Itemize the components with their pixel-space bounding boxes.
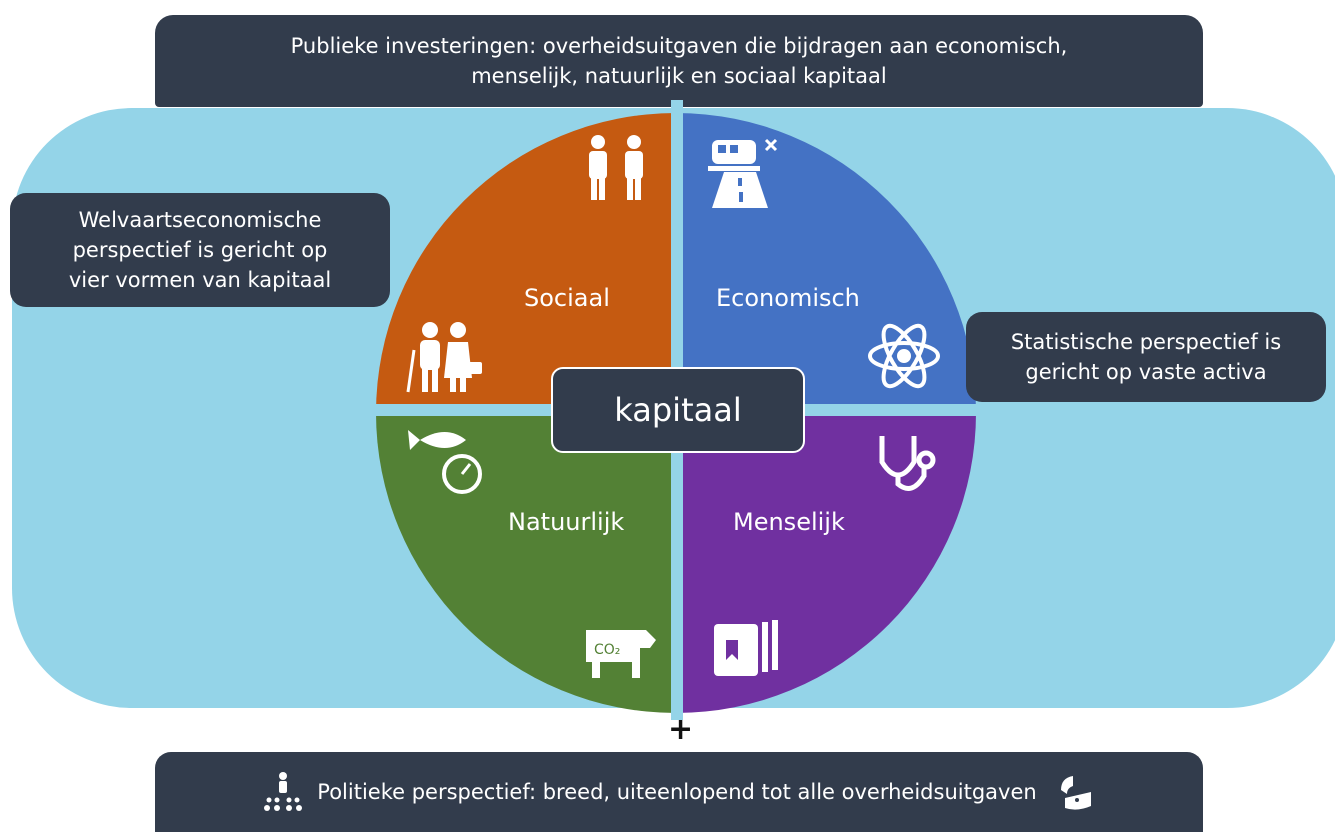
fish-gauge-icon (408, 430, 482, 494)
label-social: Sociaal (524, 284, 610, 312)
label-natural: Natuurlijk (508, 508, 625, 536)
plus-sign: + (668, 712, 694, 747)
political-perspective-box: Politieke perspectief: breed, uiteenlope… (155, 752, 1203, 832)
statistical-perspective-box: Statistische perspectief is gericht op v… (966, 312, 1326, 402)
public-investment-box: Publieke investeringen: overheidsuitgave… (155, 15, 1203, 107)
audience-icon (264, 772, 303, 811)
elderly-couple-icon (406, 322, 482, 393)
center-capital-box: kapitaal (551, 367, 805, 453)
cow-co2-icon: CO₂ (586, 630, 656, 678)
statistical-perspective-text: Statistische perspectief is gericht op v… (1010, 330, 1282, 384)
svg-text:CO₂: CO₂ (594, 642, 620, 658)
books-icon (714, 620, 778, 676)
stethoscope-icon (879, 436, 936, 491)
people-icon (589, 135, 643, 200)
train-road-icon (708, 138, 778, 208)
center-capital-label: kapitaal (614, 391, 742, 429)
public-investment-text: Publieke investeringen: overheidsuitgave… (290, 34, 1068, 88)
welfare-perspective-text: Welvaartseconomische perspectief is geri… (68, 208, 332, 292)
welfare-perspective-box: Welvaartseconomische perspectief is geri… (10, 193, 390, 307)
label-economic: Economisch (716, 284, 860, 312)
quadrant-natural (376, 413, 676, 713)
food-icon (1060, 776, 1091, 810)
label-human: Menselijk (733, 508, 845, 536)
atom-icon (868, 323, 940, 389)
political-perspective-text: Politieke perspectief: breed, uiteenlope… (317, 780, 1037, 804)
